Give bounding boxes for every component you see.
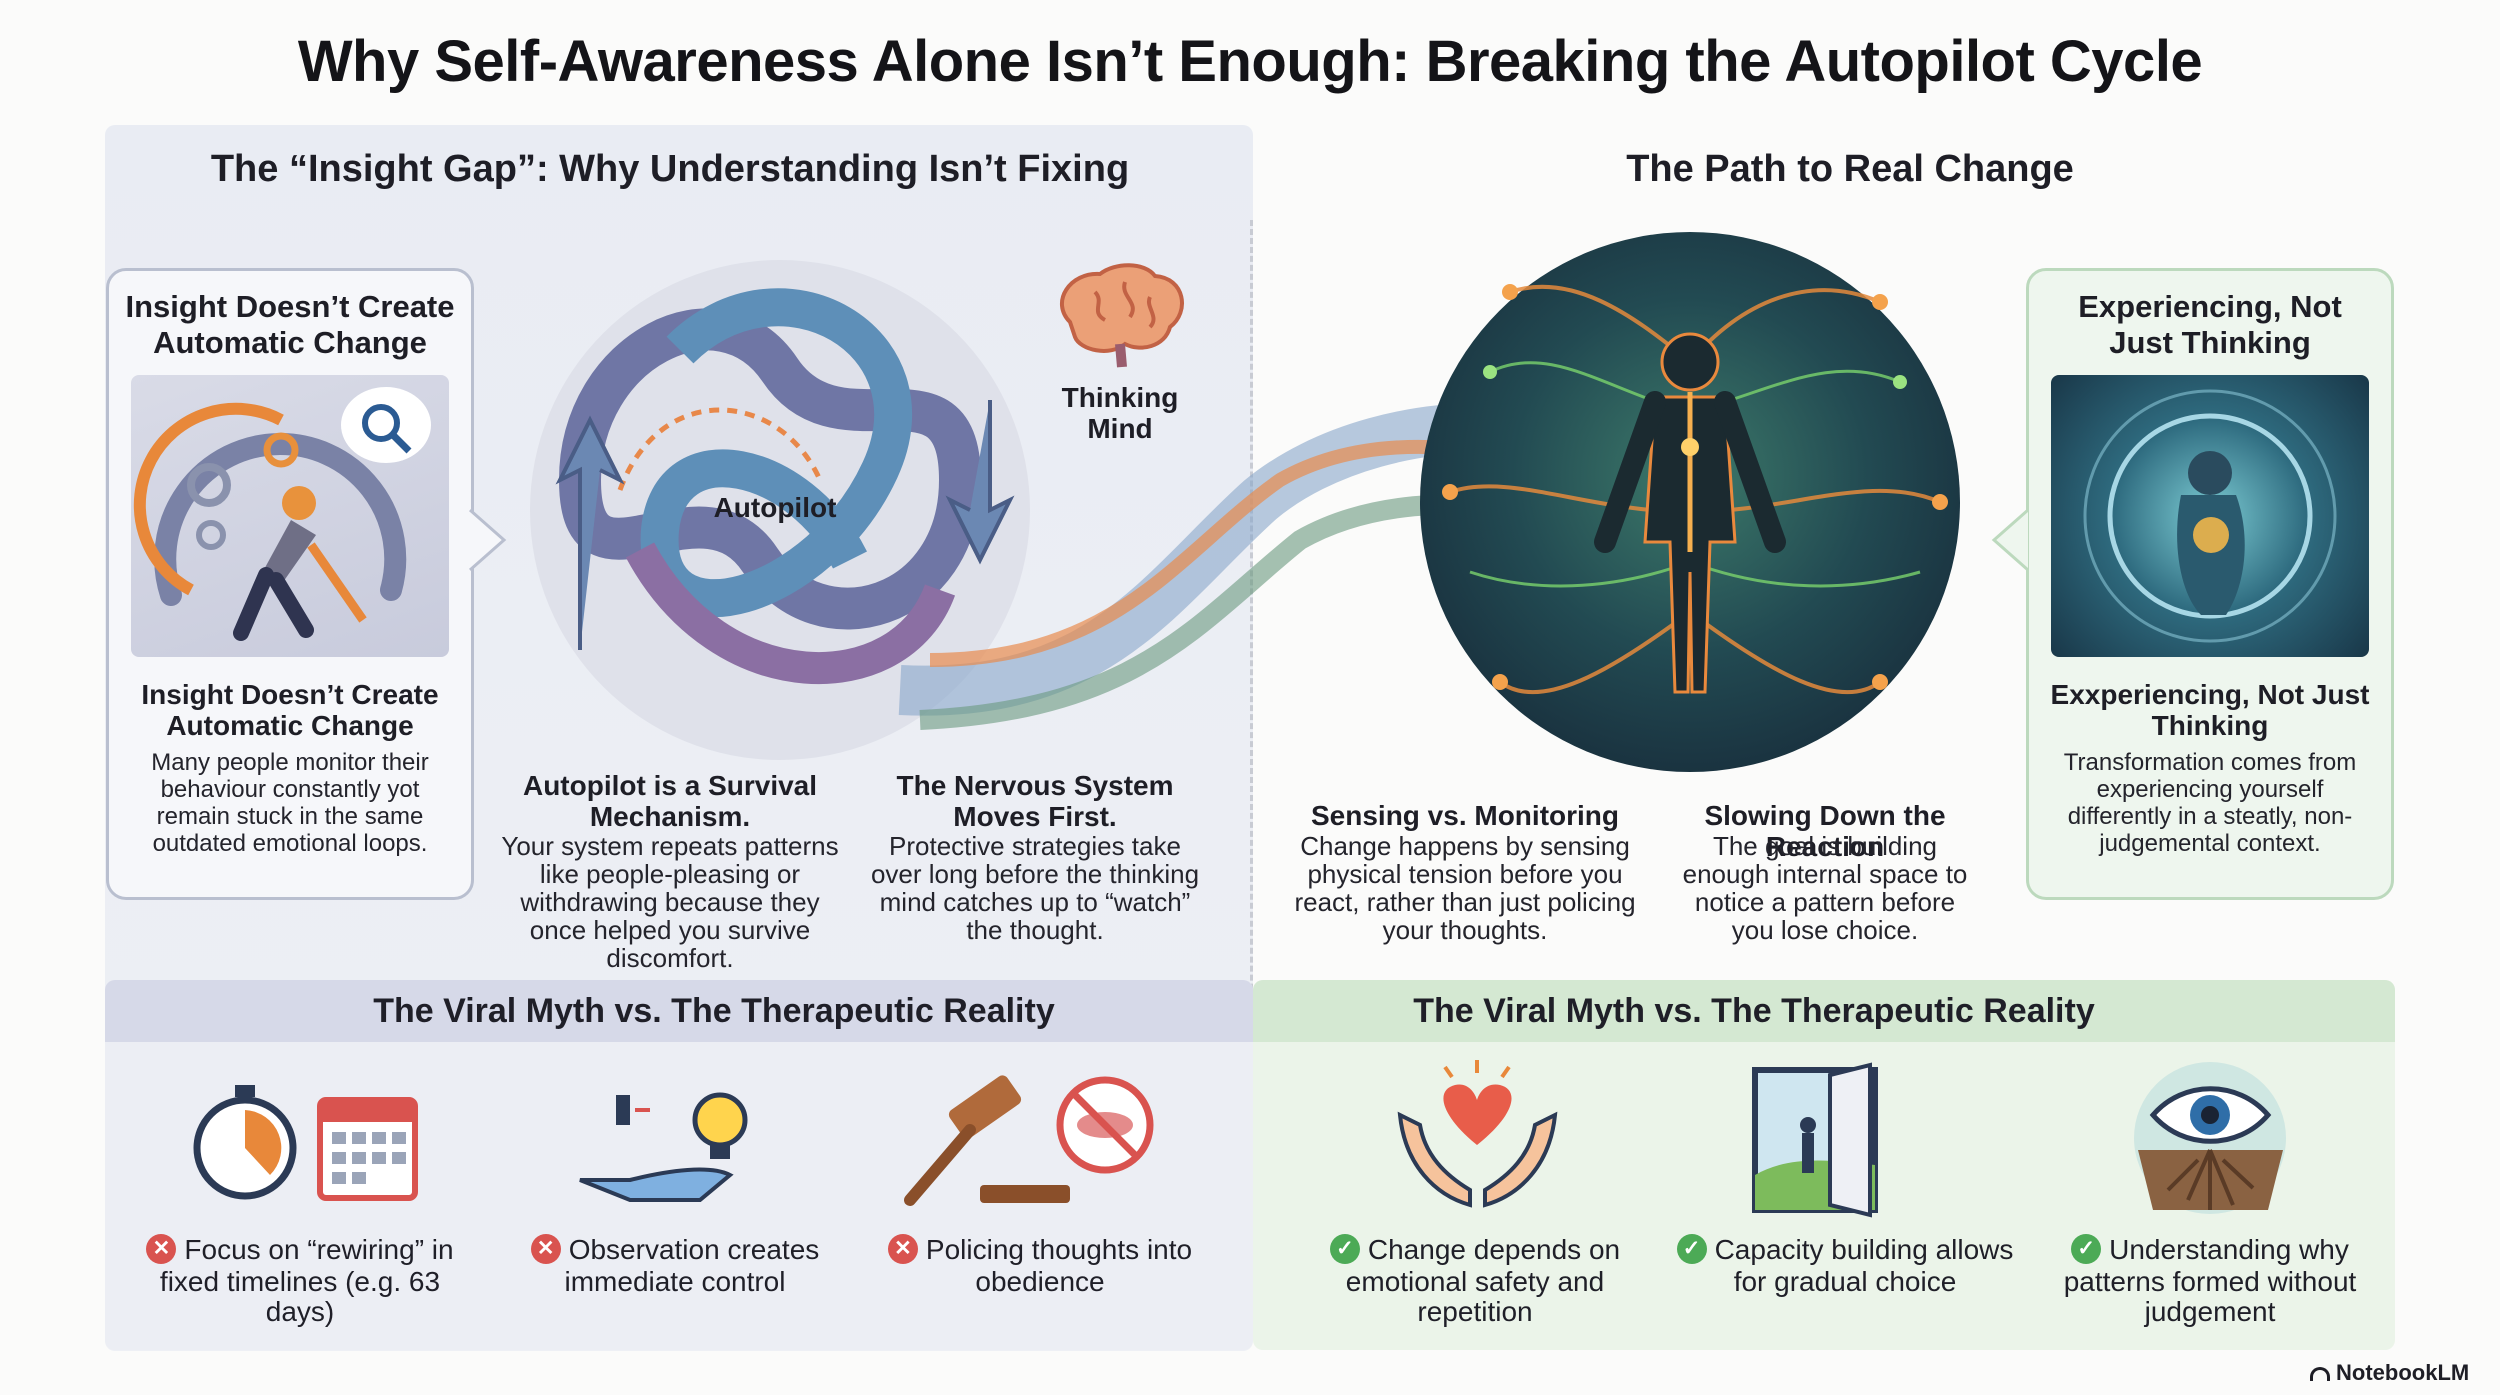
nervous-body: Protective strategies take over long bef… bbox=[870, 831, 1200, 945]
reality-item-1-text: Change depends on emotional safety and r… bbox=[1345, 1234, 1621, 1327]
stopwatch-calendar-icon bbox=[193, 1085, 418, 1201]
myth-item-3-text: Policing thoughts into obedience bbox=[925, 1234, 1193, 1297]
center-divider bbox=[1250, 220, 1253, 1340]
right-card-title: Experiencing, Not Just Thinking bbox=[2078, 289, 2342, 360]
brain-icon bbox=[1059, 263, 1184, 368]
slowing-heading: Slowing Down the Reaction bbox=[1704, 800, 1946, 862]
left-card: Insight Doesn’t Create Automatic Change … bbox=[106, 268, 474, 900]
gavel-no-lips-icon bbox=[904, 1075, 1154, 1206]
hand-lightbulb-icon bbox=[579, 1092, 748, 1202]
left-card-body: Many people monitor their behaviour cons… bbox=[151, 749, 429, 857]
left-card-illustration bbox=[131, 375, 449, 657]
eye-roots-icon bbox=[2134, 1062, 2286, 1214]
myth-item-3: ✕Policing thoughts into obedience bbox=[880, 1233, 1200, 1297]
right-card-body: Transformation comes from experiencing y… bbox=[2063, 749, 2357, 857]
page-title: Why Self-Awareness Alone Isn’t Enough: B… bbox=[297, 29, 2203, 94]
autopilot-knot-diagram bbox=[530, 260, 1030, 760]
autopilot-label: Autopilot bbox=[713, 492, 837, 523]
right-card-subtitle: Exxperiencing, Not Just Thinking bbox=[2050, 679, 2370, 741]
reality-band-header: The Viral Myth vs. The Therapeutic Reali… bbox=[1253, 980, 2395, 1042]
myth-item-1: ✕Focus on “rewiring” in fixed timelines … bbox=[140, 1233, 460, 1327]
slowing-body: The goal is building enough internal spa… bbox=[1682, 831, 1968, 945]
myth-section: The Viral Myth vs. The Therapeutic Reali… bbox=[105, 980, 1253, 1350]
check-icon: ✓ bbox=[1329, 1233, 1360, 1264]
reality-band-title: The Viral Myth vs. The Therapeutic Reali… bbox=[1413, 992, 2095, 1030]
magnifier-icon bbox=[362, 404, 400, 442]
left-heading: The “Insight Gap”: Why Understanding Isn… bbox=[210, 148, 1130, 190]
reality-item-2-text: Capacity building allows for gradual cho… bbox=[1714, 1234, 2014, 1297]
brand-name: NotebookLM bbox=[2336, 1360, 2470, 1385]
right-heading: The Path to Real Change bbox=[1626, 148, 2074, 190]
myth-item-2: ✕Observation creates immediate control bbox=[510, 1233, 840, 1297]
check-icon: ✓ bbox=[1676, 1233, 1707, 1264]
reality-item-1: ✓Change depends on emotional safety and … bbox=[1310, 1233, 1640, 1327]
right-card: Experiencing, Not Just Thinking Exxperie… bbox=[2026, 268, 2394, 900]
left-card-title: Insight Doesn’t Create Automatic Change bbox=[125, 289, 455, 360]
check-icon: ✓ bbox=[2071, 1233, 2102, 1264]
cross-icon: ✕ bbox=[530, 1233, 561, 1264]
thinking-mind-label: Thinking Mind bbox=[1061, 382, 1179, 444]
reality-item-3: ✓Understanding why patterns formed witho… bbox=[2040, 1233, 2380, 1327]
myth-item-1-text: Focus on “rewiring” in fixed timelines (… bbox=[159, 1234, 454, 1327]
nervous-system-body-illustration bbox=[1420, 232, 1960, 772]
cross-icon: ✕ bbox=[887, 1233, 918, 1264]
myth-band-header: The Viral Myth vs. The Therapeutic Reali… bbox=[105, 980, 1253, 1042]
left-card-pointer bbox=[469, 508, 507, 572]
right-card-pointer bbox=[1991, 508, 2029, 572]
left-card-subtitle: Insight Doesn’t Create Automatic Change bbox=[141, 679, 439, 741]
sensing-body: Change happens by sensing physical tensi… bbox=[1294, 831, 1636, 945]
survival-heading: Autopilot is a Survival Mechanism. bbox=[522, 770, 818, 832]
brand-logo: NotebookLM bbox=[2310, 1360, 2490, 1386]
myth-band-title: The Viral Myth vs. The Therapeutic Reali… bbox=[373, 992, 1055, 1030]
nervous-heading: The Nervous System Moves First. bbox=[896, 770, 1174, 832]
gear-icon bbox=[187, 463, 231, 507]
myth-item-2-text: Observation creates immediate control bbox=[564, 1234, 820, 1297]
right-card-illustration bbox=[2051, 375, 2369, 657]
cross-icon: ✕ bbox=[146, 1233, 177, 1264]
notebooklm-icon bbox=[2310, 1367, 2330, 1382]
sensing-heading: Sensing vs. Monitoring bbox=[1310, 800, 1619, 831]
survival-body: Your system repeats patterns like people… bbox=[501, 831, 839, 973]
hands-heart-icon bbox=[1397, 1060, 1558, 1208]
reality-item-3-text: Understanding why patterns formed withou… bbox=[2063, 1234, 2357, 1327]
reality-item-2: ✓Capacity building allows for gradual ch… bbox=[1670, 1233, 2020, 1297]
open-door-icon bbox=[1752, 1062, 1878, 1218]
